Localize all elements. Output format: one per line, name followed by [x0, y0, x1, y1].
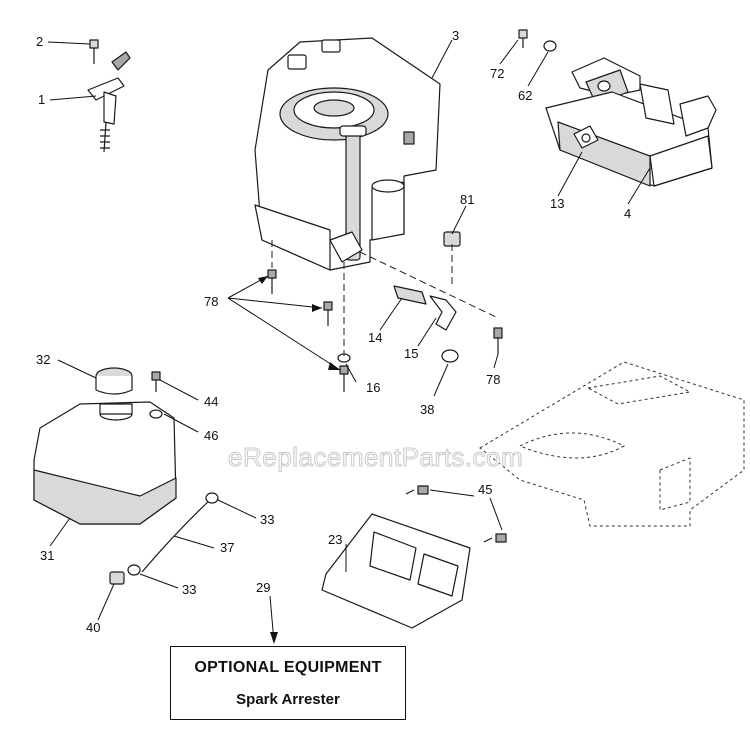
- callout-23: 23: [328, 532, 342, 547]
- optional-equipment-box: OPTIONAL EQUIPMENT Spark Arrester: [170, 646, 406, 720]
- watermark: eReplacementParts.com: [228, 442, 523, 472]
- callout-1: 1: [38, 92, 45, 107]
- frame-art: [479, 361, 745, 527]
- assembly-lines: [271, 240, 499, 356]
- callout-37: 37: [220, 540, 234, 555]
- callout-31: 31: [40, 548, 54, 563]
- heat-shield-art: [321, 485, 507, 629]
- callout-38: 38: [420, 402, 434, 417]
- callout-2: 2: [36, 34, 43, 49]
- muffler-art: [518, 29, 717, 187]
- callout-81: 81: [460, 192, 474, 207]
- callout-3: 3: [452, 28, 459, 43]
- callout-13: 13: [550, 196, 564, 211]
- callout-44: 44: [204, 394, 218, 409]
- callout-40: 40: [86, 620, 100, 635]
- fuel-tank-art: [33, 367, 219, 585]
- callout-4: 4: [624, 206, 631, 221]
- callout-78-left: 78: [204, 294, 218, 309]
- callout-33-upper: 33: [260, 512, 274, 527]
- fasteners-art: [267, 231, 503, 392]
- callout-62: 62: [518, 88, 532, 103]
- callout-45: 45: [478, 482, 492, 497]
- part-callouts: 2 1 3 72 62 13 4 81 78 14 15 16 38 78 32…: [36, 28, 631, 635]
- callout-29: 29: [256, 580, 270, 595]
- callout-78-right: 78: [486, 372, 500, 387]
- engine-art: [254, 37, 441, 271]
- callout-46: 46: [204, 428, 218, 443]
- callout-33-lower: 33: [182, 582, 196, 597]
- callout-16: 16: [366, 380, 380, 395]
- callout-72: 72: [490, 66, 504, 81]
- optional-equipment-title: OPTIONAL EQUIPMENT: [194, 659, 382, 676]
- callout-32: 32: [36, 352, 50, 367]
- leader-lines: [47, 39, 651, 643]
- arrowheads: [258, 276, 340, 644]
- callout-15: 15: [404, 346, 418, 361]
- callout-14: 14: [368, 330, 382, 345]
- optional-equipment-subtitle: Spark Arrester: [236, 691, 340, 708]
